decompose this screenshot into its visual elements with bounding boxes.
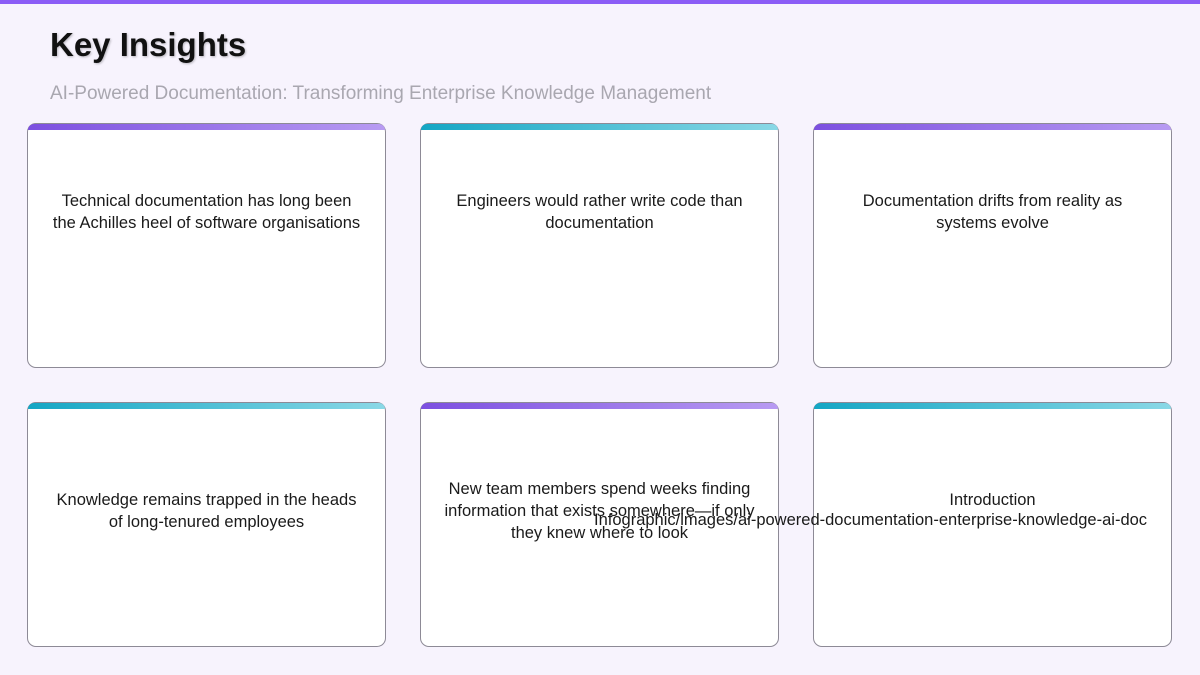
insight-card-4: Knowledge remains trapped in the heads o… xyxy=(27,402,386,647)
card-text: Technical documentation has long been th… xyxy=(52,191,361,232)
insight-card-5: New team members spend weeks finding inf… xyxy=(420,402,779,647)
insight-card-2: Engineers would rather write code than d… xyxy=(420,123,779,368)
insight-card-1: Technical documentation has long been th… xyxy=(27,123,386,368)
overflowing-image-path-text: Infographic/images/ai-powered-documentat… xyxy=(594,511,1148,529)
page-subtitle: AI-Powered Documentation: Transforming E… xyxy=(50,83,712,104)
card-text: New team members spend weeks finding inf… xyxy=(444,479,755,542)
card-text: Knowledge remains trapped in the heads o… xyxy=(56,490,357,531)
top-accent-bar xyxy=(0,0,1200,4)
insight-card-6: Introduction xyxy=(813,402,1172,647)
card-text: Introduction xyxy=(949,490,1036,509)
page-title: Key Insights xyxy=(50,26,247,63)
insight-card-3: Documentation drifts from reality as sys… xyxy=(813,123,1172,368)
card-text: Documentation drifts from reality as sys… xyxy=(862,191,1123,232)
card-accent-bar xyxy=(814,124,1171,130)
card-accent-bar xyxy=(814,403,1171,409)
card-accent-bar xyxy=(421,124,778,130)
card-accent-bar xyxy=(421,403,778,409)
card-accent-bar xyxy=(28,124,385,130)
card-text: Engineers would rather write code than d… xyxy=(456,191,743,232)
card-accent-bar xyxy=(28,403,385,409)
